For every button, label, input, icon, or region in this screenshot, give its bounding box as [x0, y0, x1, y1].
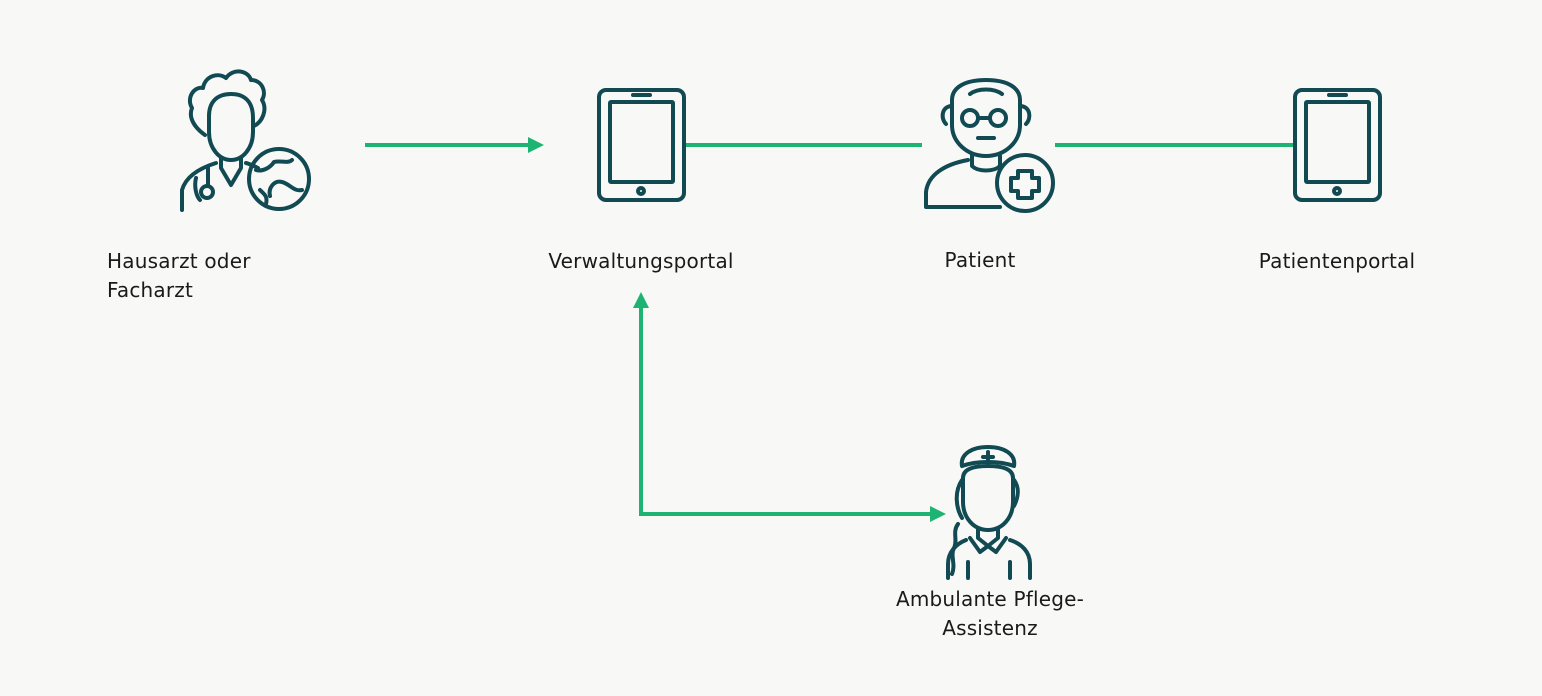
node-label-patient-portal: Patientenportal	[1258, 249, 1416, 273]
nurse-icon	[946, 445, 1032, 580]
patient-plus-icon	[924, 78, 1055, 213]
node-label-patient: Patient	[944, 248, 1016, 272]
connector-doctor-to-admin-portal	[365, 137, 544, 153]
node-label-admin-portal: Verwaltungsportal	[548, 249, 734, 273]
tablet-icon-patient-portal	[1293, 88, 1382, 202]
connector-nurse-admin-portal-bidirectional	[633, 292, 946, 522]
tablet-icon-admin-portal	[597, 88, 686, 202]
doctor-globe-icon	[180, 69, 311, 212]
node-label-nurse: Ambulante Pflege- Assistenz	[895, 587, 1085, 640]
node-label-doctor: Hausarzt oder Facharzt	[107, 249, 251, 302]
